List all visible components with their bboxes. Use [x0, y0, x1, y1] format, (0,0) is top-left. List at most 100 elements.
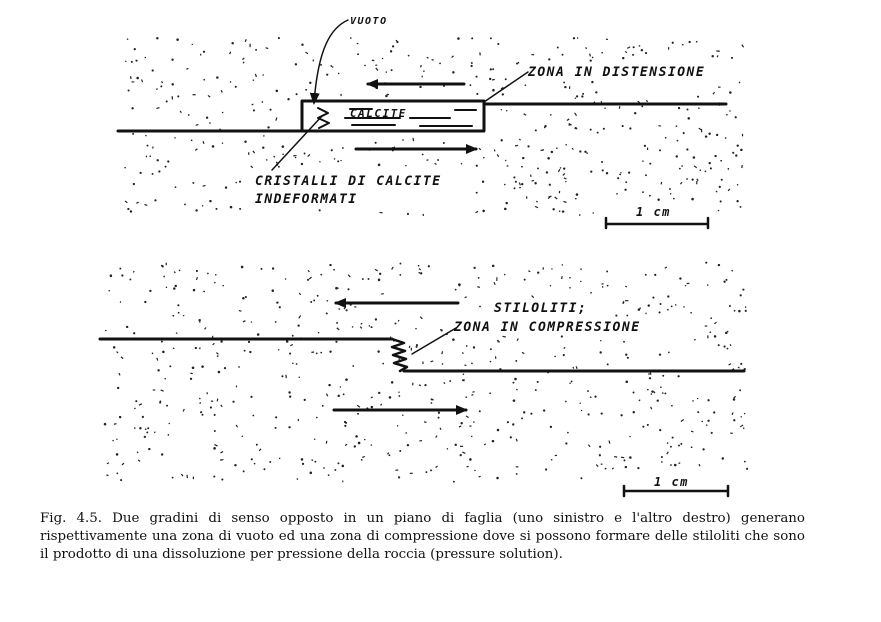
texture-dot: [657, 198, 660, 201]
texture-dot: [482, 209, 485, 213]
texture-dot: [295, 363, 298, 365]
texture-dot: [496, 277, 498, 279]
texture-dot: [243, 349, 246, 352]
texture-dot: [561, 264, 564, 266]
texture-dot: [728, 305, 731, 307]
texture-dot: [345, 378, 348, 381]
texture-dot: [173, 287, 176, 290]
texture-dot: [133, 48, 136, 51]
texture-dot: [174, 186, 177, 188]
texture-dot: [319, 161, 321, 163]
texture-dot: [579, 150, 582, 153]
texture-dot: [420, 272, 423, 275]
texture-dot: [275, 416, 278, 419]
texture-dot: [115, 453, 119, 456]
texture-dot: [418, 271, 421, 274]
texture-dot: [695, 40, 698, 43]
texture-dot: [307, 153, 311, 157]
texture-dot: [242, 57, 245, 61]
texture-dot: [439, 427, 442, 430]
texture-dot: [321, 404, 324, 407]
texture-dot: [548, 183, 551, 186]
texture-dot: [554, 196, 558, 200]
texture-dot: [739, 424, 744, 428]
texture-dot: [189, 377, 193, 381]
texture-dot: [287, 98, 290, 101]
texture-dot: [709, 167, 712, 170]
texture-dot: [632, 391, 635, 394]
texture-dot: [173, 271, 176, 274]
texture-dot: [132, 182, 136, 186]
texture-dot: [571, 147, 574, 151]
texture-dot: [562, 353, 565, 357]
texture-dot: [340, 159, 342, 162]
texture-dot: [276, 301, 279, 304]
texture-dot: [399, 450, 402, 453]
texture-dot: [209, 199, 212, 203]
texture-dot: [475, 75, 478, 78]
texture-dot: [213, 430, 216, 432]
texture-dot: [617, 177, 620, 180]
texture-dot: [690, 430, 694, 433]
texture-dot: [477, 286, 481, 288]
texture-dot: [595, 464, 599, 467]
texture-dot: [606, 363, 609, 366]
texture-dot: [714, 154, 717, 158]
texture-dot: [204, 327, 207, 330]
texture-dot: [454, 288, 457, 291]
texture-dot: [621, 124, 624, 128]
texture-dot: [151, 352, 154, 355]
top-panel: CALCITE VUOTO ZONA IN DISTENSIONE CRISTA…: [116, 16, 745, 230]
texture-dot: [139, 171, 142, 175]
texture-dot: [415, 345, 418, 348]
texture-dot: [364, 438, 366, 441]
texture-dot: [653, 390, 656, 394]
texture-dot: [289, 352, 292, 355]
texture-dot: [574, 112, 578, 117]
texture-dot: [677, 375, 680, 378]
texture-dot: [394, 322, 397, 325]
texture-dot: [661, 461, 663, 463]
texture-dot: [522, 156, 525, 160]
texture-dot: [708, 132, 711, 135]
texture-dot: [235, 424, 239, 428]
texture-dot: [598, 454, 601, 457]
texture-dot: [678, 167, 681, 170]
texture-dot: [452, 338, 455, 341]
texture-dot: [692, 400, 694, 402]
texture-dot: [647, 388, 649, 391]
texture-dot: [642, 160, 644, 162]
texture-dot: [587, 390, 589, 392]
texture-dot: [240, 265, 244, 269]
texture-dot: [198, 321, 201, 323]
texture-dot: [587, 413, 590, 416]
texture-dot: [298, 315, 302, 319]
texture-dot: [738, 81, 741, 84]
texture-dot: [250, 321, 253, 323]
texture-dot: [717, 344, 720, 347]
texture-dot: [251, 103, 254, 106]
texture-dot: [134, 427, 136, 429]
texture-dot: [294, 63, 298, 66]
texture-dot: [186, 67, 189, 70]
texture-dot: [242, 296, 245, 300]
texture-dot: [505, 159, 507, 162]
texture-dot: [205, 116, 209, 119]
texture-dot: [736, 144, 739, 147]
texture-dot: [112, 346, 116, 349]
texture-dot: [674, 304, 677, 306]
scale-bar-top: [604, 216, 710, 230]
texture-dot: [326, 73, 329, 76]
texture-dot: [654, 273, 657, 276]
texture-dot: [489, 77, 492, 81]
texture-dot: [629, 435, 631, 438]
texture-dot: [667, 351, 670, 354]
texture-dot: [161, 80, 164, 84]
texture-dot: [282, 145, 285, 148]
texture-dot: [652, 296, 655, 299]
texture-dot: [710, 317, 713, 319]
texture-dot: [418, 268, 421, 271]
calcite-void-box: [300, 99, 486, 133]
texture-dot: [415, 344, 418, 347]
texture-dot: [648, 377, 652, 380]
